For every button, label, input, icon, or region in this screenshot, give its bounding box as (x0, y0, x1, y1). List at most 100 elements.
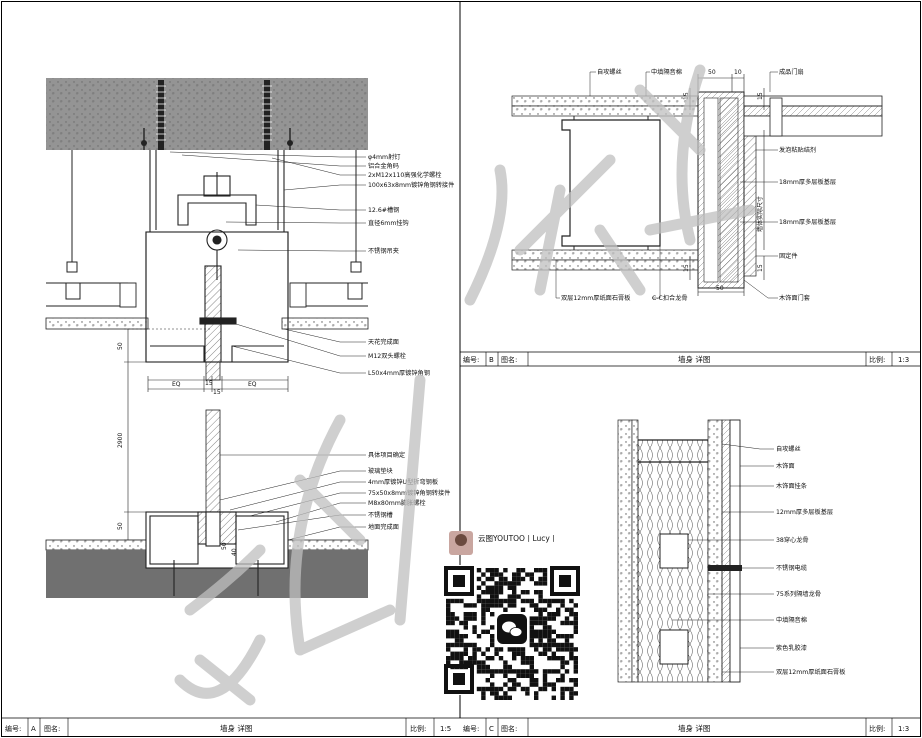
qr-module (551, 686, 556, 692)
qr-module (542, 686, 548, 692)
qr-module (476, 594, 482, 599)
qr-module (534, 616, 539, 621)
dim-b-15d: 15 (757, 264, 764, 272)
qr-module (551, 656, 556, 661)
qr-module (481, 612, 486, 617)
qr-module (525, 660, 530, 665)
qr-module (476, 576, 482, 582)
qr-module (564, 616, 570, 621)
qr-module (542, 620, 548, 626)
qr-module (551, 612, 556, 617)
callout-a-9: L50x4mm厚镀锌角钢 (368, 369, 430, 377)
callout-b-r5: 木饰面门套 (779, 294, 810, 302)
qr-module (450, 651, 455, 656)
qr-module (525, 686, 530, 692)
callout-a-7: 天花完成面 (368, 338, 399, 346)
qr-module (468, 656, 473, 661)
qr-module (542, 669, 548, 674)
qr-module (573, 682, 578, 687)
tb-a-scale-label: 比例: (410, 724, 426, 733)
panel-a-dims-top (147, 376, 289, 392)
qr-module (468, 616, 473, 621)
callout-b-r0: 成品门扇 (779, 68, 804, 76)
qr-module (490, 568, 495, 573)
qr-module (490, 691, 495, 696)
qr-module (446, 647, 451, 652)
qr-module (516, 572, 521, 577)
qr-module (525, 656, 530, 661)
qr-module (520, 576, 526, 582)
qr-module (498, 647, 504, 652)
qr-module (534, 678, 539, 683)
qr-module (450, 612, 455, 617)
qr-module (494, 691, 499, 696)
qr-module (503, 576, 508, 582)
qr-module (569, 656, 574, 661)
panel-a-section: EQ EQ 15 15 50 2900 50 50 40 (45, 78, 454, 598)
qr-module (494, 594, 499, 599)
qr-module (573, 616, 578, 621)
qr-module (556, 598, 561, 604)
qr-module (512, 669, 517, 674)
qr-module (516, 669, 521, 674)
c-stud (561, 119, 661, 247)
qr-module (529, 660, 534, 665)
qr-module (485, 603, 490, 608)
qr-module (520, 590, 526, 595)
qr-module (529, 673, 534, 678)
qr-module (573, 625, 578, 630)
qr-module (503, 607, 508, 612)
qr-module (529, 629, 534, 634)
qr-module (463, 642, 468, 648)
qr-module (507, 686, 512, 692)
qr-module (446, 629, 451, 634)
callout-c-4: 38穿心龙骨 (776, 536, 809, 544)
qr-module (490, 625, 495, 630)
qr-module (454, 598, 460, 604)
qr-module (450, 598, 455, 604)
qr-module (503, 664, 508, 670)
callout-b-r1: 发泡粘贴结剂 (779, 146, 816, 154)
qr-module (534, 634, 539, 639)
qr-module (534, 695, 539, 700)
qr-module (560, 660, 565, 665)
qr-module (503, 598, 508, 604)
qr-module (459, 656, 464, 661)
qr-module (494, 598, 499, 604)
qr-module (498, 585, 504, 590)
qr-module (573, 620, 578, 626)
qr-module (573, 612, 578, 617)
qr-module (463, 651, 468, 656)
qr-module (472, 660, 477, 665)
qr-module (498, 686, 504, 692)
qr-module (507, 594, 512, 599)
qr-module (538, 594, 543, 599)
qr-module (542, 651, 548, 656)
qr-module (534, 568, 539, 573)
qr-module (459, 642, 464, 648)
callout-a-8: M12双头螺栓 (368, 352, 406, 360)
qr-module (534, 581, 539, 586)
panel-c-leaders (672, 443, 774, 673)
qr-module (485, 568, 490, 573)
tb-c-no: C (489, 725, 494, 733)
tb-a-no-label: 编号: (5, 724, 21, 733)
ceiling-hangers (65, 150, 363, 300)
qr-module (481, 629, 486, 634)
qr-module (542, 634, 548, 639)
qr-module (538, 651, 543, 656)
qr-module (485, 576, 490, 582)
tb-c-scale-label: 比例: (869, 724, 885, 733)
qr-module (529, 669, 534, 674)
dim-eq-right: EQ (248, 381, 257, 388)
qr-module (494, 585, 499, 590)
qr-module (454, 656, 460, 661)
qr-module (507, 678, 512, 683)
qr-module (485, 598, 490, 604)
qr-module (450, 634, 455, 639)
qr-module (503, 691, 508, 696)
qr-module (556, 656, 561, 661)
qr-module (525, 598, 530, 604)
qr-module (450, 656, 455, 661)
qr-module (529, 625, 534, 630)
